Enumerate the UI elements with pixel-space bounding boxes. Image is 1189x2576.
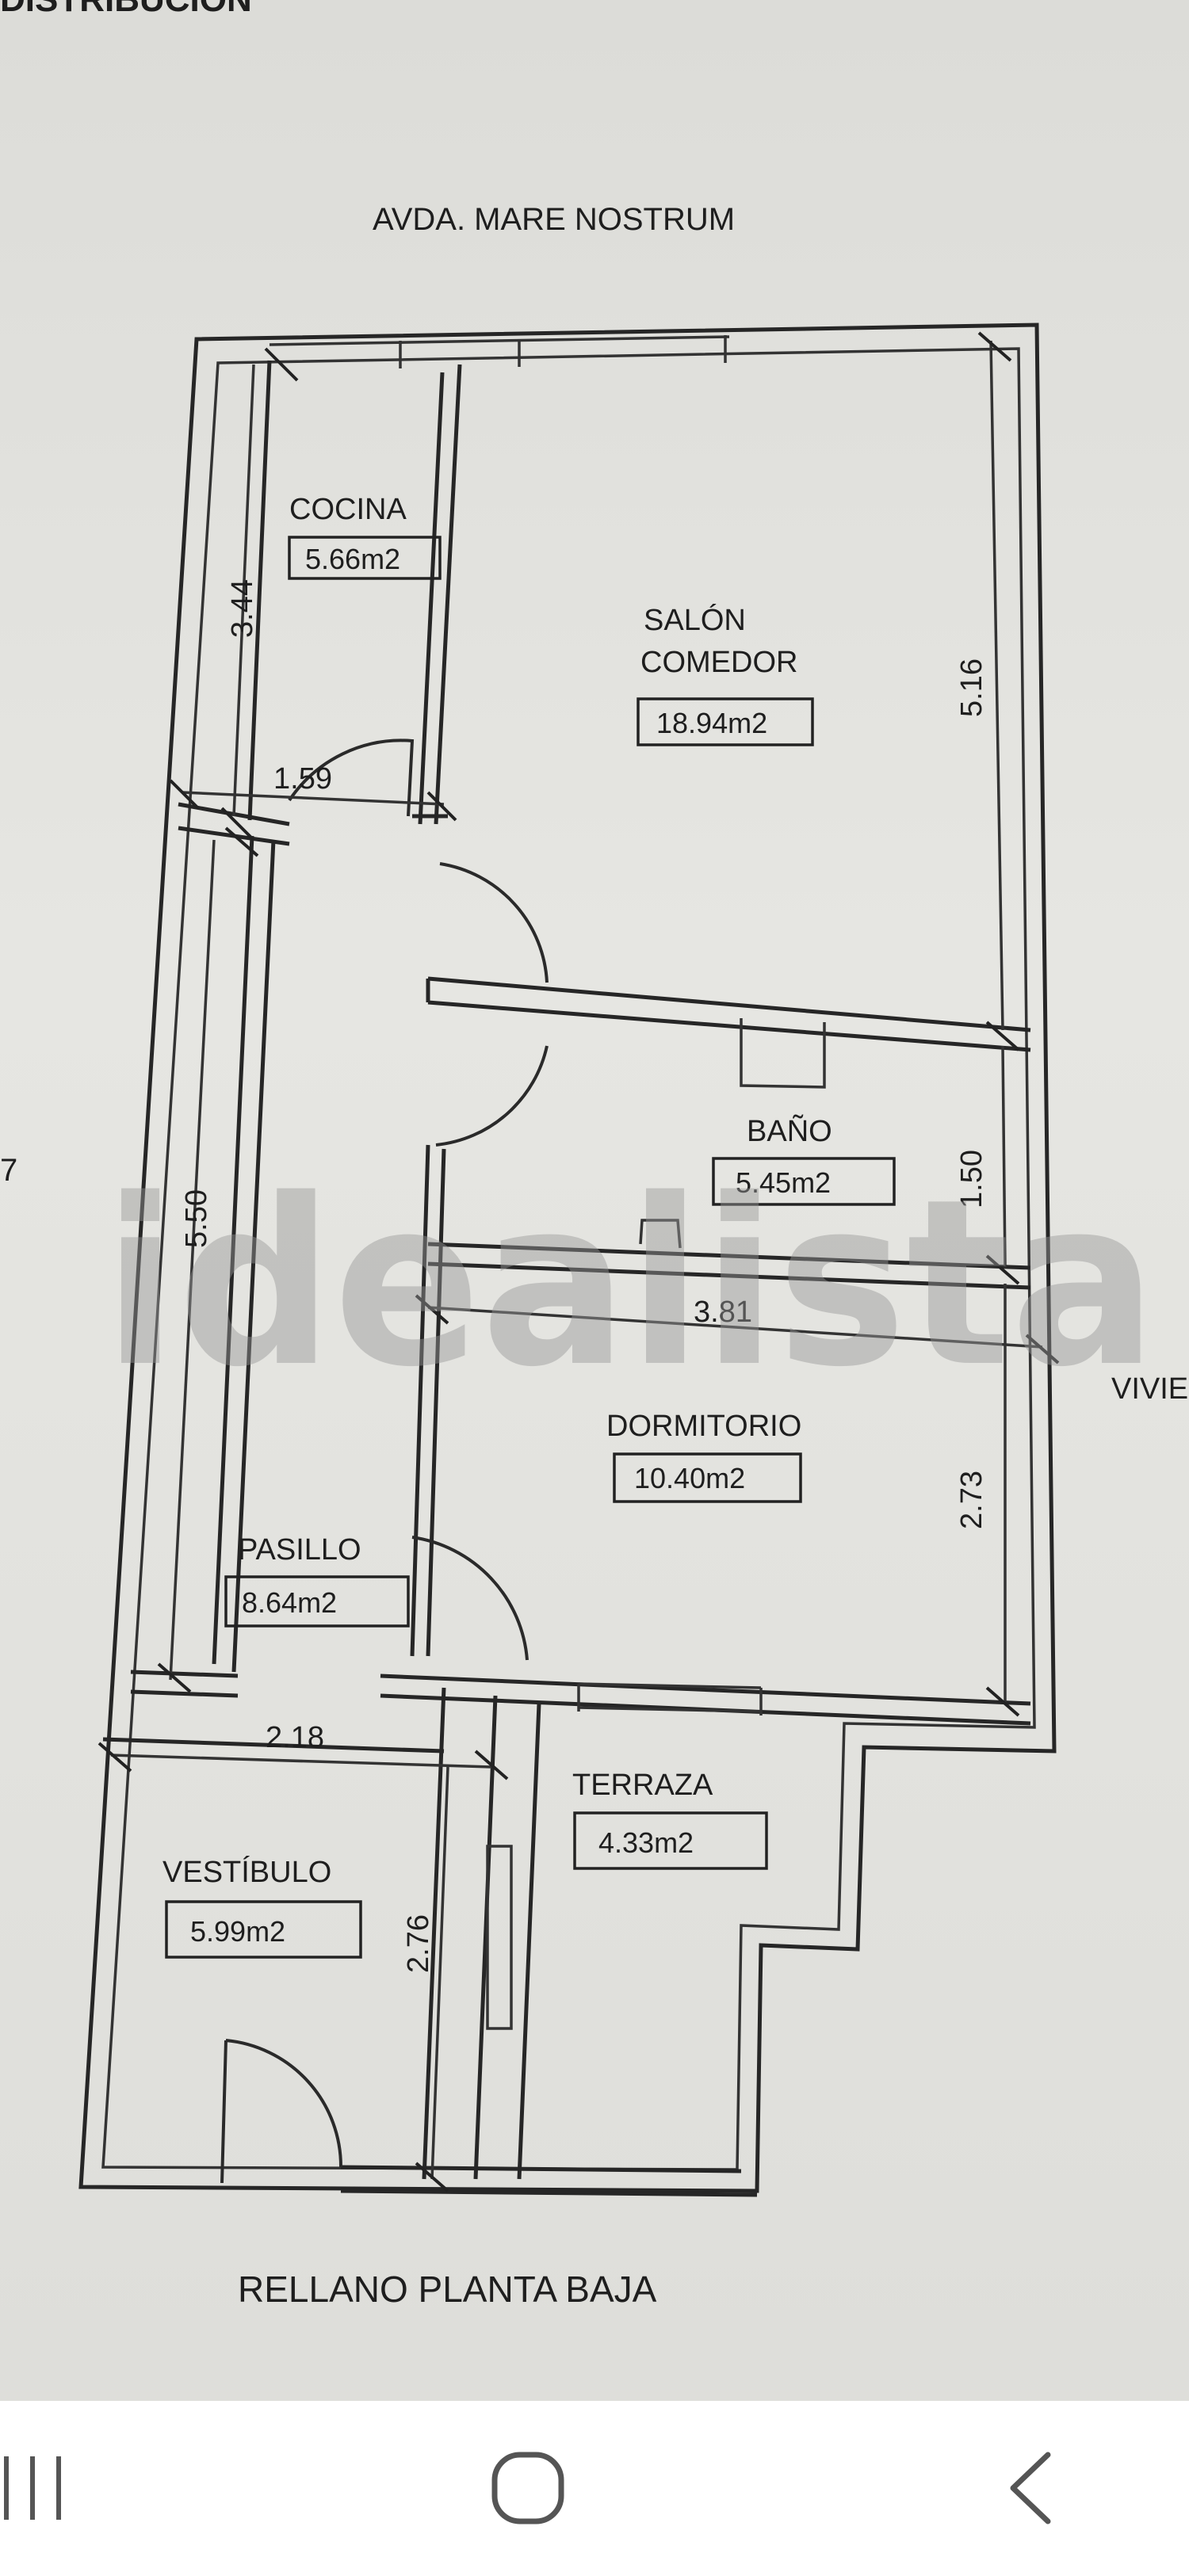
room-pasillo-area: 8.64m2 — [242, 1586, 337, 1619]
home-button[interactable] — [476, 2448, 587, 2528]
room-vestibulo-name: VESTÍBULO — [162, 1855, 331, 1889]
interior-walls — [380, 976, 1031, 1726]
street-label: AVDA. MARE NOSTRUM — [373, 202, 735, 237]
entry-walls — [102, 1687, 758, 2197]
navigation-bar — [0, 2401, 1189, 2576]
room-dormitorio-area: 10.40m2 — [634, 1462, 745, 1494]
room-cocina-name: COCINA — [289, 493, 407, 526]
room-salon-area-box — [637, 697, 814, 746]
dim-vestibulo-width: 2.18 — [266, 1721, 324, 1754]
room-cocina-area: 5.66m2 — [305, 543, 400, 575]
room-salon-name-line2: COMEDOR — [640, 646, 797, 679]
kitchen-door — [288, 738, 415, 817]
room-vestibulo-area: 5.99m2 — [190, 1915, 285, 1948]
room-salon-comedor: SALÓN COMEDOR 18.94m2 — [637, 603, 814, 746]
dimension-lines — [97, 331, 1060, 2192]
room-pasillo-name: PASILLO — [238, 1533, 361, 1567]
dim-dormitorio-height: 2.73 — [955, 1471, 988, 1529]
dormitorio-door — [411, 1536, 529, 1661]
back-icon — [1010, 2452, 1051, 2524]
room-terraza: TERRAZA 4.33m2 — [572, 1769, 768, 1870]
room-cocina-area-box — [288, 536, 442, 580]
room-terraza-area-box — [573, 1811, 768, 1870]
room-terraza-name: TERRAZA — [572, 1769, 713, 1802]
dim-cocina-height: 3.44 — [226, 579, 259, 638]
entrance-door — [220, 2039, 343, 2184]
room-vestibulo: VESTÍBULO 5.99m2 — [162, 1855, 362, 1959]
corridor-walls — [130, 835, 276, 1698]
recents-button[interactable] — [0, 2448, 95, 2528]
room-cocina: COCINA 5.66m2 — [288, 493, 442, 580]
room-bano: BAÑO 5.45m2 — [712, 1114, 896, 1206]
edge-right-label: VIVIE — [1111, 1372, 1188, 1406]
room-terraza-area: 4.33m2 — [598, 1826, 694, 1859]
back-button[interactable] — [983, 2448, 1078, 2528]
room-pasillo: PASILLO 8.64m2 — [224, 1533, 410, 1628]
room-bano-area: 5.45m2 — [736, 1166, 831, 1199]
dim-dormitorio-width: 3.81 — [694, 1296, 752, 1329]
floor-plan-area: DISTRIBUCION AVDA. MARE NOSTRUM — [0, 0, 1189, 2401]
room-pasillo-area-box — [224, 1575, 410, 1628]
outer-walls — [78, 322, 1057, 2193]
room-bano-name: BAÑO — [747, 1114, 832, 1148]
bano-door — [435, 1045, 549, 1147]
room-vestibulo-area-box — [165, 1900, 362, 1959]
watermark: idealista — [103, 1151, 1157, 1418]
dim-cocina-width: 1.59 — [273, 762, 332, 796]
room-dormitorio: DORMITORIO 10.40m2 — [606, 1410, 802, 1503]
room-dormitorio-name: DORMITORIO — [606, 1410, 801, 1443]
room-bano-area-box — [712, 1157, 896, 1206]
dim-salon-height: 5.16 — [955, 658, 988, 717]
floor-plan: DISTRIBUCION AVDA. MARE NOSTRUM — [0, 0, 1188, 2310]
recents-icon — [4, 2456, 61, 2520]
room-dormitorio-area-box — [613, 1452, 802, 1503]
home-icon — [491, 2452, 564, 2524]
bottom-label: RELLANO PLANTA BAJA — [238, 2269, 657, 2310]
dim-bano-height: 1.50 — [955, 1150, 988, 1208]
salon-door — [439, 862, 549, 983]
top-windows — [269, 335, 730, 368]
edge-left-label: 7 — [0, 1153, 17, 1188]
room-salon-name-line1: SALÓN — [644, 603, 746, 637]
dim-pasillo-height: 5.50 — [180, 1189, 213, 1248]
dim-vestibulo-height: 2.76 — [402, 1914, 435, 1973]
kitchen-walls — [178, 360, 462, 846]
room-salon-area: 18.94m2 — [656, 707, 767, 739]
header-partial-title: DISTRIBUCION — [0, 0, 252, 19]
doors — [220, 738, 549, 2184]
